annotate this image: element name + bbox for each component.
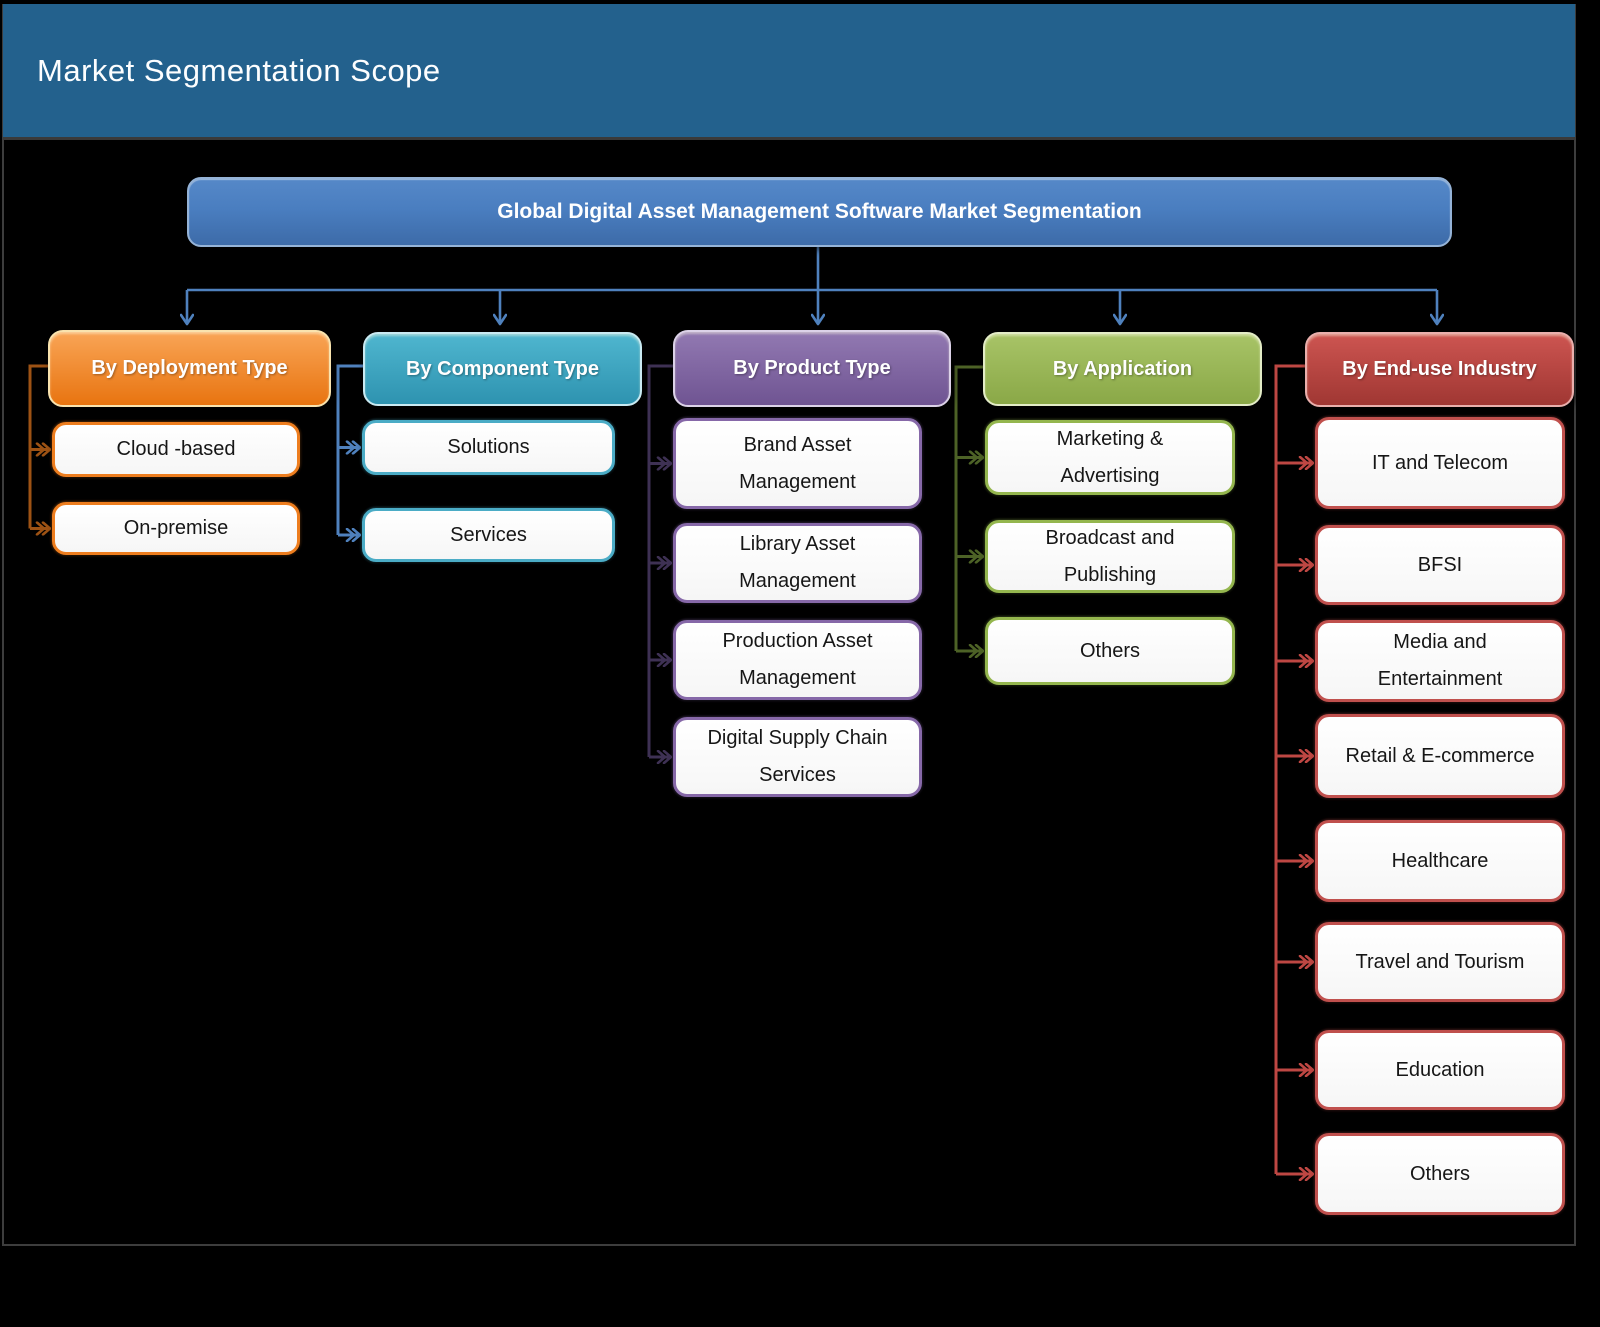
node-label: Services bbox=[450, 523, 527, 546]
node-services: Services bbox=[362, 508, 615, 562]
node-label: Media and Entertainment bbox=[1377, 631, 1503, 690]
node-healthcare: Healthcare bbox=[1315, 820, 1565, 902]
node-it-and-telecom: IT and Telecom bbox=[1315, 417, 1565, 509]
column-header-label: By End-use Industry bbox=[1342, 358, 1537, 380]
column-header-end-use: By End-use Industry bbox=[1305, 332, 1574, 407]
column-header-label: By Component Type bbox=[406, 357, 599, 380]
node-others: Others bbox=[985, 617, 1235, 685]
node-label: Retail & E-commerce bbox=[1345, 744, 1535, 767]
node-education: Education bbox=[1315, 1030, 1565, 1110]
node-marketing-advertising: Marketing & Advertising bbox=[985, 420, 1235, 495]
column-header-component: By Component Type bbox=[363, 332, 642, 406]
node-label: Travel and Tourism bbox=[1355, 950, 1525, 973]
node-label: Digital Supply Chain Services bbox=[707, 727, 888, 786]
node-retail-e-commerce: Retail & E-commerce bbox=[1315, 714, 1565, 798]
column-header-label: By Deployment Type bbox=[91, 357, 288, 379]
node-label: Solutions bbox=[447, 436, 530, 458]
column-header-label: By Product Type bbox=[733, 357, 891, 379]
node-label: BFSI bbox=[1417, 553, 1463, 576]
slide-title: Market Segmentation Scope bbox=[37, 52, 441, 88]
node-broadcast-and-publishing: Broadcast and Publishing bbox=[985, 520, 1235, 593]
node-label: On-premise bbox=[123, 517, 229, 539]
column-header-product: By Product Type bbox=[673, 330, 951, 407]
node-label: Others bbox=[1409, 1162, 1471, 1185]
node-others: Others bbox=[1315, 1133, 1565, 1215]
node-label: Marketing & Advertising bbox=[1056, 427, 1164, 487]
root-node-label: Global Digital Asset Management Software… bbox=[497, 200, 1142, 223]
node-label: Healthcare bbox=[1391, 849, 1489, 872]
node-production-asset-management: Production Asset Management bbox=[673, 620, 922, 700]
node-bfsi: BFSI bbox=[1315, 525, 1565, 605]
node-label: Library Asset Management bbox=[739, 533, 856, 592]
node-label: Others bbox=[1079, 639, 1141, 662]
node-solutions: Solutions bbox=[362, 420, 615, 475]
node-label: Brand Asset Management bbox=[739, 433, 856, 493]
node-label: IT and Telecom bbox=[1371, 451, 1508, 474]
node-cloud-based: Cloud -based bbox=[52, 422, 300, 477]
node-library-asset-management: Library Asset Management bbox=[673, 523, 922, 603]
column-header-application: By Application bbox=[983, 332, 1262, 406]
node-digital-supply-chain-services: Digital Supply Chain Services bbox=[673, 717, 922, 797]
root-node: Global Digital Asset Management Software… bbox=[187, 177, 1452, 247]
node-brand-asset-management: Brand Asset Management bbox=[673, 418, 922, 509]
node-label: Production Asset Management bbox=[722, 630, 873, 689]
node-on-premise: On-premise bbox=[52, 502, 300, 555]
node-travel-and-tourism: Travel and Tourism bbox=[1315, 922, 1565, 1002]
node-media-and-entertainment: Media and Entertainment bbox=[1315, 620, 1565, 702]
node-label: Education bbox=[1395, 1058, 1485, 1081]
column-header-label: By Application bbox=[1052, 357, 1193, 380]
node-label: Cloud -based bbox=[116, 438, 236, 460]
column-header-deployment: By Deployment Type bbox=[48, 330, 331, 407]
node-label: Broadcast and Publishing bbox=[1045, 526, 1175, 586]
slide-title-bar: Market Segmentation Scope bbox=[3, 4, 1575, 140]
